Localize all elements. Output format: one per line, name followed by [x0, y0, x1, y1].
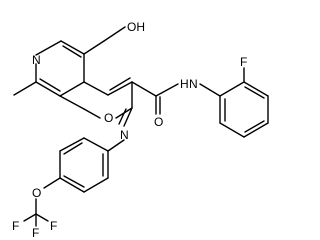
bond-a4-a5 [59, 177, 85, 193]
bond-c9-c10-inner [109, 77, 131, 91]
atom-label-cf3-f2: F [32, 226, 39, 238]
bond-c5-c6 [35, 81, 61, 97]
bond-c12-c5 [59, 95, 85, 110]
bond-methyl [13, 81, 37, 96]
atom-label-aryl-fluorine: F [240, 55, 247, 69]
molecule-structure: N OH O N H N O F O F F F [12, 20, 269, 238]
atom-labels: N OH O N H N O F O F F F [12, 20, 247, 238]
bond-b5-b6 [219, 122, 245, 138]
bond-a2-a3-inner [63, 142, 83, 155]
bond-ch2-oh [103, 26, 126, 42]
bond-c10-camide [131, 81, 157, 97]
bond-b4-b5 [243, 122, 269, 138]
bond-c5-c6-inner [39, 78, 61, 92]
atom-label-ring-oxygen: O [104, 111, 113, 125]
atom-label-cf3-f3: F [50, 219, 57, 233]
atom-label-ether-oxygen: O [32, 186, 41, 200]
bond-b4-b5-inner [244, 120, 265, 133]
atom-label-amide-nitrogen: N [189, 77, 198, 91]
bond-c-n-imine-inner [118, 108, 127, 125]
atom-label-amide-h: H [180, 77, 189, 91]
bond-a1-a2 [83, 137, 109, 152]
bonds [13, 26, 269, 227]
atom-label-hydroxyl: OH [127, 20, 145, 34]
bond-n-aryl [107, 139, 125, 152]
bond-o-c12 [83, 108, 101, 119]
bond-b2-b3-inner [244, 86, 265, 99]
bond-c4-c9 [83, 81, 109, 96]
bond-nh-ring [199, 83, 221, 97]
bond-c2-c3 [60, 40, 85, 55]
atom-label-ring-nitrogen: N [32, 53, 41, 67]
bond-b2-b3 [243, 81, 269, 97]
atom-label-amide-oxygen: O [154, 115, 163, 129]
bond-c-n-imine [123, 107, 133, 127]
bond-b1-b2 [219, 81, 245, 97]
bond-n-c2 [35, 40, 62, 56]
bond-a5-a6 [83, 177, 109, 193]
atom-label-cf3-f1: F [12, 219, 19, 233]
bond-ch2 [83, 40, 105, 55]
bond-c9-c10 [107, 81, 133, 96]
bond-a2-a3 [59, 137, 85, 152]
bond-cf3-f1 [23, 213, 37, 222]
bond-cf3-f3 [35, 213, 49, 222]
atom-label-imine-nitrogen: N [120, 128, 129, 142]
bond-c-nh [155, 83, 179, 97]
bond-c2-c3-inner [62, 45, 82, 58]
bond-a4-o [43, 177, 61, 189]
bond-c4-c5 [59, 81, 85, 97]
bond-a4-a5-inner [63, 175, 85, 188]
